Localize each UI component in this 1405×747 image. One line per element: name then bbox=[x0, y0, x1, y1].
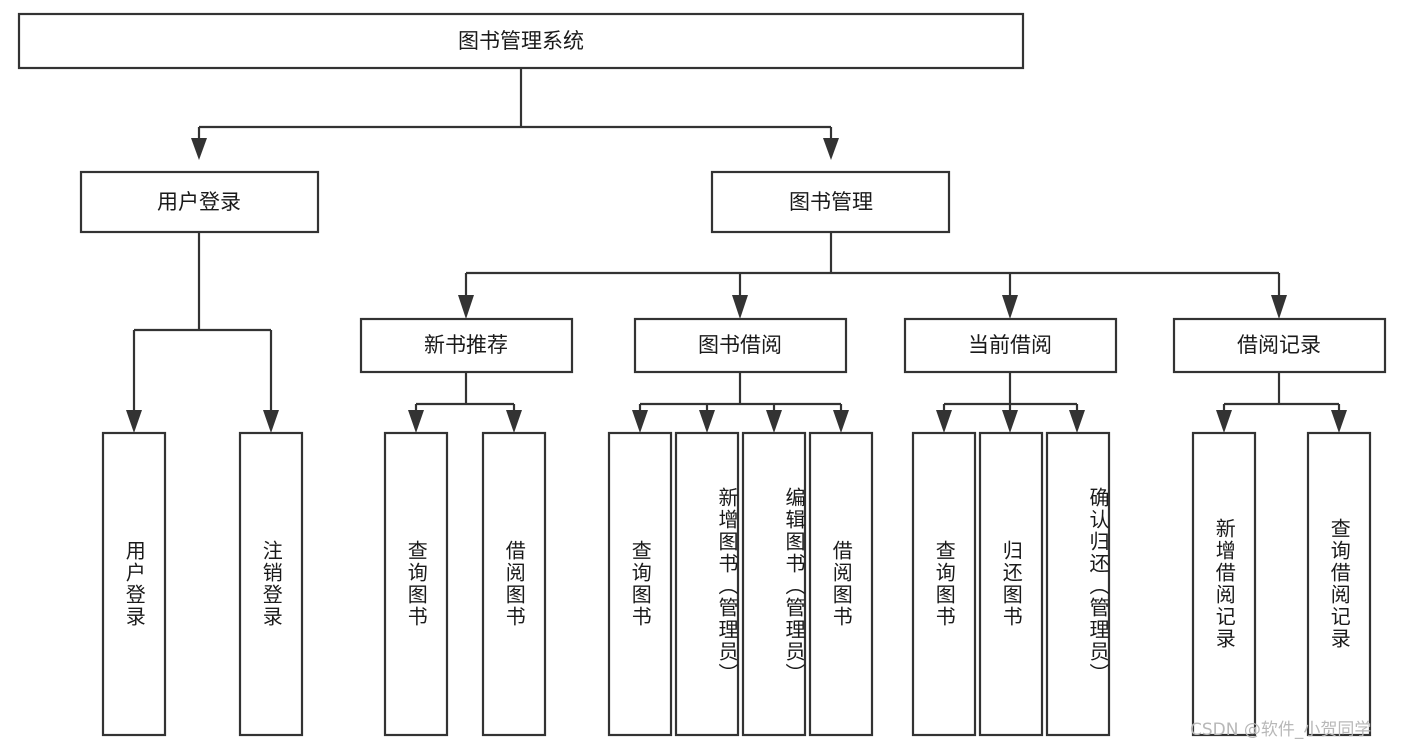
leaf-box-confirm-return-admin[interactable] bbox=[1045, 431, 1111, 737]
node-new-book-recommend-label: 新书推荐 bbox=[424, 333, 508, 357]
arrow-icon bbox=[699, 410, 715, 433]
arrow-icon bbox=[458, 295, 474, 319]
node-book-borrow-label: 图书借阅 bbox=[698, 333, 782, 357]
leaf-box-logout[interactable] bbox=[238, 431, 304, 737]
connector-new-book-recommend-to-leaves bbox=[408, 372, 522, 433]
node-new-book-recommend[interactable]: 新书推荐 bbox=[359, 317, 574, 374]
leaf-box-add-borrow-record[interactable] bbox=[1191, 431, 1257, 737]
leaf-box-borrow-book[interactable] bbox=[808, 431, 874, 737]
node-root[interactable]: 图书管理系统 bbox=[17, 12, 1025, 70]
node-current-borrow-box[interactable] bbox=[903, 317, 1118, 374]
leaf-box-add-book-admin[interactable] bbox=[674, 431, 740, 737]
arrow-icon bbox=[1271, 295, 1287, 319]
arrow-icon bbox=[766, 410, 782, 433]
leaf-box-query-book-current[interactable] bbox=[911, 431, 977, 737]
arrow-icon bbox=[833, 410, 849, 433]
connector-user-login-to-leaves bbox=[126, 232, 279, 433]
node-current-borrow[interactable]: 当前借阅 bbox=[903, 317, 1118, 374]
connector-book-management-to-level3 bbox=[458, 232, 1287, 319]
leaf-box-borrow-book-recommend[interactable] bbox=[481, 431, 547, 737]
arrow-icon bbox=[1002, 410, 1018, 433]
node-book-management[interactable]: 图书管理 bbox=[710, 170, 951, 234]
arrow-icon bbox=[1002, 295, 1018, 319]
node-user-login[interactable]: 用户登录 bbox=[79, 170, 320, 234]
node-book-management-label: 图书管理 bbox=[789, 190, 873, 214]
connector-borrow-record-to-leaves bbox=[1216, 372, 1347, 433]
leaf-box-query-book-recommend[interactable] bbox=[383, 431, 449, 737]
leaf-box-user-login[interactable] bbox=[101, 431, 167, 737]
arrow-icon bbox=[1069, 410, 1085, 433]
connector-current-borrow-to-leaves bbox=[936, 372, 1085, 433]
node-borrow-record[interactable]: 借阅记录 bbox=[1172, 317, 1387, 374]
node-new-book-recommend-box[interactable] bbox=[359, 317, 574, 374]
node-user-login-box[interactable] bbox=[79, 170, 320, 234]
watermark-text: CSDN @软件_小贺同学 bbox=[1190, 720, 1372, 740]
leaf-box-return-book[interactable] bbox=[978, 431, 1044, 737]
node-book-borrow[interactable]: 图书借阅 bbox=[633, 317, 848, 374]
leaf-box-edit-book-admin[interactable] bbox=[741, 431, 807, 737]
connector-root-to-level2 bbox=[191, 68, 839, 160]
arrow-icon bbox=[823, 138, 839, 160]
arrow-icon bbox=[506, 410, 522, 433]
node-root-label: 图书管理系统 bbox=[458, 29, 584, 53]
arrow-icon bbox=[1216, 410, 1232, 433]
arrow-icon bbox=[263, 410, 279, 433]
leaf-box-query-borrow-record[interactable] bbox=[1306, 431, 1372, 737]
node-current-borrow-label: 当前借阅 bbox=[968, 333, 1052, 357]
arrow-icon bbox=[191, 138, 207, 160]
node-borrow-record-label: 借阅记录 bbox=[1237, 333, 1321, 357]
node-user-login-label: 用户登录 bbox=[157, 190, 241, 214]
arrow-icon bbox=[408, 410, 424, 433]
arrow-icon bbox=[1331, 410, 1347, 433]
arrow-icon bbox=[936, 410, 952, 433]
connector-book-borrow-to-leaves bbox=[632, 372, 849, 433]
arrow-icon bbox=[732, 295, 748, 319]
arrow-icon bbox=[126, 410, 142, 433]
arrow-icon bbox=[632, 410, 648, 433]
leaf-box-query-book-borrow[interactable] bbox=[607, 431, 673, 737]
node-root-box[interactable] bbox=[17, 12, 1025, 70]
